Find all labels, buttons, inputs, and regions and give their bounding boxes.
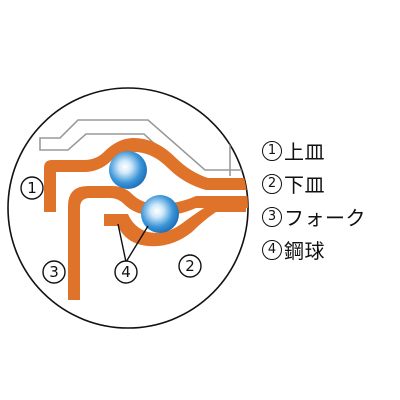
legend-item-upper-race: 1 上皿: [262, 134, 400, 167]
legend-label: フォーク: [284, 206, 366, 230]
callout-4: 4: [114, 260, 138, 284]
callout-3-text: 3: [49, 263, 59, 281]
legend-item-lower-race: 2 下皿: [262, 167, 400, 200]
callout-1: 1: [20, 176, 44, 200]
legend-number-badge: 1: [262, 140, 282, 161]
steel-ball-upper: [109, 151, 147, 189]
legend-number-badge: 3: [262, 206, 282, 227]
callout-3: 3: [42, 260, 66, 284]
legend-number-badge: 4: [262, 239, 282, 260]
callout-4-text: 4: [121, 263, 131, 281]
legend-number-badge: 2: [262, 173, 282, 194]
lower-race: [104, 202, 246, 247]
leader-line-ball-1: [117, 223, 127, 263]
legend-item-fork: 3 フォーク: [262, 200, 400, 233]
legend-label: 下皿: [284, 173, 325, 197]
parts-legend: 1 上皿 2 下皿 3 フォーク 4 鋼球: [262, 134, 400, 266]
steel-ball-lower: [141, 195, 179, 233]
callout-2-text: 2: [185, 257, 195, 275]
leader-line-ball-2: [125, 225, 149, 263]
callout-1-text: 1: [27, 179, 37, 197]
legend-label: 上皿: [284, 140, 325, 164]
legend-item-steel-ball: 4 鋼球: [262, 233, 400, 266]
housing-outline: [39, 119, 248, 183]
callout-2: 2: [178, 254, 202, 278]
legend-label: 鋼球: [284, 239, 325, 263]
upper-race: [44, 138, 248, 212]
